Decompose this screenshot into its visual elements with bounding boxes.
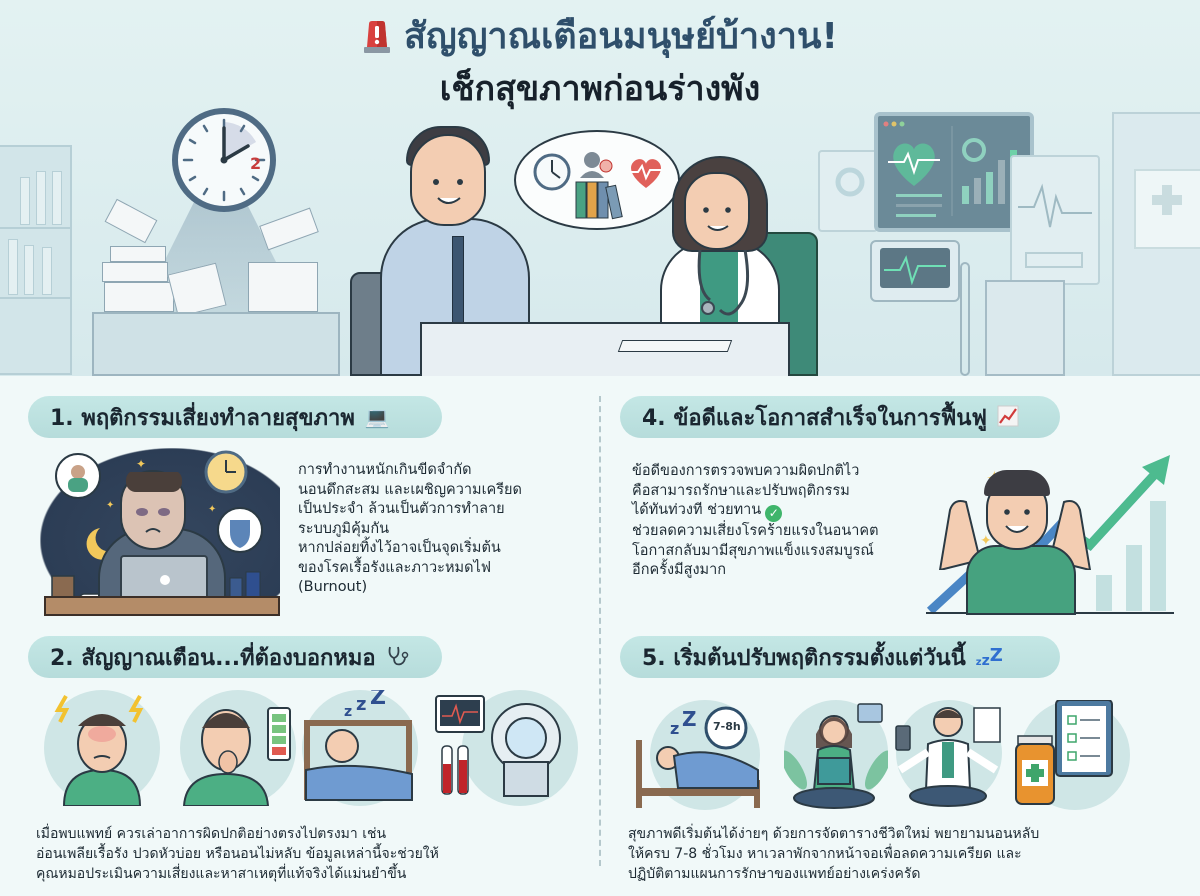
page-title: สัญญาณเตือนมนุษย์บ้างาน! xyxy=(362,14,838,60)
speech-bubble xyxy=(514,130,680,230)
section-1-header: 1. พฤติกรรมเสี่ยงทำลายสุขภาพ 💻 xyxy=(28,396,442,438)
fatigue-low-battery-icon xyxy=(180,690,296,807)
vitals-monitor xyxy=(870,240,960,302)
reading-relax-icon xyxy=(781,700,891,809)
section-5-header: 5. เริ่มต้นปรับพฤติกรรมตั้งแต่วันนี้ zzZ xyxy=(620,636,1060,678)
clinic-door xyxy=(1112,112,1200,376)
office-worker-face xyxy=(410,134,486,226)
insomnia-icon: z z Z xyxy=(302,685,418,806)
desk xyxy=(44,596,280,616)
section-4-header: 4. ข้อดีและโอกาสสำเร็จในการฟื้นฟู xyxy=(620,396,1060,438)
paper-stack xyxy=(102,262,168,282)
section-5-title: 5. เริ่มต้นปรับพฤติกรรมตั้งแต่วันนี้ xyxy=(642,645,966,671)
headache-icon xyxy=(44,690,160,807)
office-desk xyxy=(92,312,340,376)
svg-text:✦: ✦ xyxy=(136,457,146,471)
section-5-body: สุขภาพดีเริ่มต้นได้ง่ายๆ ด้วยการจัดตาราง… xyxy=(628,826,1040,882)
ecg-machine xyxy=(985,280,1065,376)
wall-clock-icon: 2 xyxy=(172,108,276,212)
doctor-face xyxy=(684,172,750,250)
section-4-body-part1: ข้อดีของการตรวจพบความผิดปกติไว คือสามารถ… xyxy=(632,463,860,518)
section-1-body: การทำงานหนักเกินขีดจำกัด นอนดึกสะสม และเ… xyxy=(298,462,522,595)
section-4-title: 4. ข้อดีและโอกาสสำเร็จในการฟื้นฟู xyxy=(642,405,987,431)
svg-text:Z: Z xyxy=(682,707,697,731)
paper-stack xyxy=(248,262,318,312)
siren-alert-icon xyxy=(362,20,392,54)
consultation-desk xyxy=(420,322,790,376)
healthy-man xyxy=(966,545,1076,615)
svg-text:✦: ✦ xyxy=(208,504,216,515)
hair xyxy=(984,470,1050,496)
title-line1-text: สัญญาณเตือนมนุษย์บ้างาน! xyxy=(404,16,838,57)
page-subtitle: เช็กสุขภาพก่อนร่างพัง xyxy=(439,69,761,109)
meditating-doctor-icon xyxy=(895,700,1002,807)
laptop-icon: 💻 xyxy=(364,405,390,429)
medical-cable xyxy=(960,262,970,376)
background-monitor xyxy=(818,150,878,232)
necktie xyxy=(452,236,464,326)
stethoscope-icon xyxy=(697,250,750,316)
section-2-header: 2. สัญญาณเตือน...ที่ต้องบอกหมอ xyxy=(28,636,442,678)
clock-number: 2 xyxy=(250,154,262,173)
check-icon: ✓ xyxy=(765,505,783,522)
chart-increasing-icon xyxy=(997,405,1019,430)
flying-paper xyxy=(104,198,158,244)
sleeping-zzz-icon: zzZ xyxy=(975,644,1003,669)
laptop-icon xyxy=(120,555,208,603)
svg-text:z: z xyxy=(670,719,679,738)
paper-stack xyxy=(110,246,166,262)
paper-stack xyxy=(104,282,174,312)
tired-worker-face xyxy=(120,470,186,550)
medical-tests-icon xyxy=(435,690,578,806)
bookshelf xyxy=(0,145,72,375)
svg-text:z: z xyxy=(356,694,366,715)
flying-paper xyxy=(259,207,319,251)
svg-text:z: z xyxy=(344,704,352,720)
section-divider xyxy=(599,396,601,866)
svg-text:Z: Z xyxy=(370,690,386,710)
section-2-body: เมื่อพบแพทย์ ควรเล่าอาการผิดปกติอย่างตรง… xyxy=(36,826,439,882)
hero-illustration: 2 สัญญาณเตือนมนุษย์บ้างาน! เช็กสุขภาพก่อ… xyxy=(0,0,1200,376)
health-dashboard-monitor xyxy=(874,112,1034,232)
stethoscope-icon xyxy=(386,644,410,671)
clipboard xyxy=(617,340,733,352)
ecg-wall-screen xyxy=(1010,155,1100,285)
section-4-body: ข้อดีของการตรวจพบความผิดปกติไว คือสามารถ… xyxy=(632,462,932,581)
title-block: สัญญาณเตือนมนุษย์บ้างาน! เช็กสุขภาพก่อนร… xyxy=(0,14,1200,114)
section-4-body-part2: ช่วยลดความเสี่ยงโรคร้ายแรงในอนาคต โอกาสก… xyxy=(632,523,879,578)
medicine-checklist-icon xyxy=(1015,700,1130,810)
svg-text:✦: ✦ xyxy=(106,500,114,511)
sleep-hours-label: 7-8h xyxy=(713,720,741,733)
section-2-title: 2. สัญญาณเตือน...ที่ต้องบอกหมอ xyxy=(50,645,376,671)
section-1-title: 1. พฤติกรรมเสี่ยงทำลายสุขภาพ xyxy=(50,405,355,431)
